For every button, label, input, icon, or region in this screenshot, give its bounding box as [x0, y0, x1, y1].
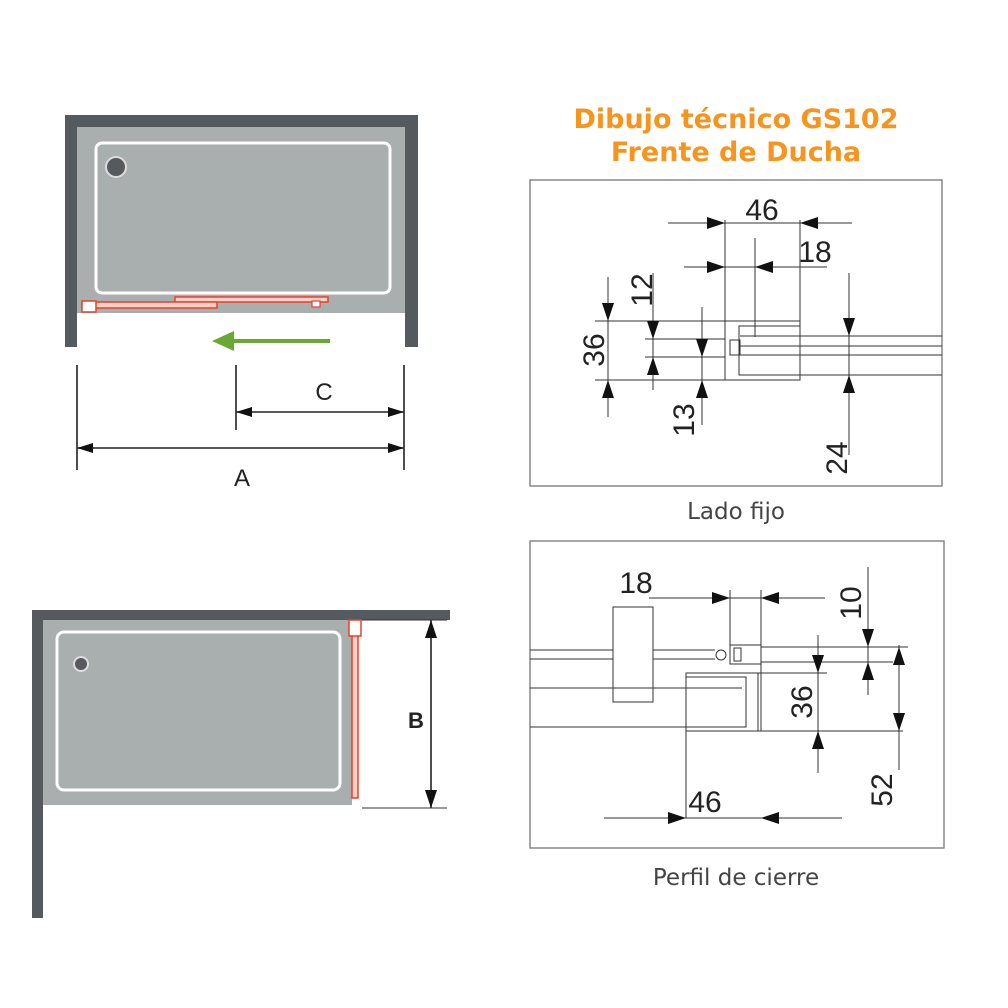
wall-profile: [81, 300, 97, 313]
arrowhead-icon: [707, 261, 725, 273]
handle: [311, 300, 321, 308]
dim-12: 12: [626, 273, 659, 306]
arrowhead-icon: [755, 261, 773, 273]
dim-18: 18: [798, 236, 831, 269]
detail-frame: [529, 540, 945, 849]
arrowhead-icon: [761, 592, 779, 604]
handle: [612, 606, 654, 703]
label-a: A: [234, 465, 250, 492]
title-line-2: Frente de Ducha: [611, 137, 861, 168]
arrowhead-icon: [893, 647, 905, 665]
dim-52: 52: [866, 773, 899, 806]
arrowhead-icon: [425, 620, 437, 638]
dim-46: 46: [745, 194, 778, 227]
shower-tray: [94, 141, 392, 295]
back-wall: [65, 115, 418, 127]
shower-tray: [55, 630, 342, 792]
dim-10: 10: [835, 586, 868, 619]
arrowhead-icon: [696, 339, 708, 357]
detail-fixed-side: 46 18 36 12 13 24: [529, 179, 943, 487]
seal: [715, 649, 727, 661]
wall-profile: [348, 619, 362, 637]
sliding-door-panel: [174, 296, 329, 303]
dim-13: 13: [668, 403, 701, 436]
plan-view-side: B: [32, 610, 450, 918]
arrowhead-icon: [707, 217, 725, 229]
arrowhead-icon: [602, 303, 614, 321]
caption-fixed-side: Lado fijo: [687, 499, 785, 525]
arrowhead-icon: [425, 790, 437, 808]
magnet-profile: [729, 644, 762, 665]
dim-24: 24: [821, 441, 854, 474]
arrowhead-icon: [77, 443, 93, 453]
arrowhead-icon: [668, 812, 686, 824]
drain-icon: [105, 156, 127, 178]
dim-46: 46: [688, 786, 721, 819]
arrowhead-icon: [388, 407, 404, 417]
arrowhead-icon: [812, 731, 824, 749]
arrowhead-icon: [800, 217, 818, 229]
top-wall: [32, 610, 450, 620]
arrowhead-icon: [647, 357, 659, 375]
dim-36: 36: [578, 333, 611, 366]
left-wall: [32, 610, 43, 918]
profile-inner: [738, 325, 801, 376]
detail-closing-profile: 18 10 36 52 46: [529, 540, 945, 849]
right-wall: [405, 115, 418, 347]
arrowhead-icon: [862, 629, 874, 647]
left-wall: [65, 115, 77, 347]
caption-closing-profile: Perfil de cierre: [653, 865, 819, 891]
arrowhead-icon: [647, 321, 659, 339]
green-left-arrow-icon: [212, 331, 330, 351]
fixed-glass-panel: [81, 301, 218, 309]
glass-clip: [729, 339, 741, 356]
detail-frame: [529, 179, 943, 487]
arrowhead-icon: [843, 318, 855, 336]
dim-36: 36: [786, 685, 819, 718]
label-b: B: [408, 708, 424, 733]
arrowhead-icon: [761, 812, 779, 824]
title-line-1: Dibujo técnico GS102: [573, 104, 898, 135]
arrowhead-icon: [388, 443, 404, 453]
glass-panel: [351, 629, 359, 799]
arrowhead-icon: [696, 380, 708, 398]
dimension-arrowheads: [77, 217, 905, 824]
arrowhead-icon: [236, 407, 252, 417]
arrowhead-icon: [862, 662, 874, 680]
arrowhead-icon: [712, 592, 730, 604]
drain-icon: [73, 656, 89, 672]
arrowhead-icon: [893, 713, 905, 731]
label-c: C: [315, 379, 332, 406]
arrowhead-icon: [602, 380, 614, 398]
plan-view-top: C A: [65, 115, 418, 492]
arrowhead-icon: [843, 375, 855, 393]
dim-18: 18: [619, 567, 652, 600]
arrowhead-icon: [812, 655, 824, 673]
